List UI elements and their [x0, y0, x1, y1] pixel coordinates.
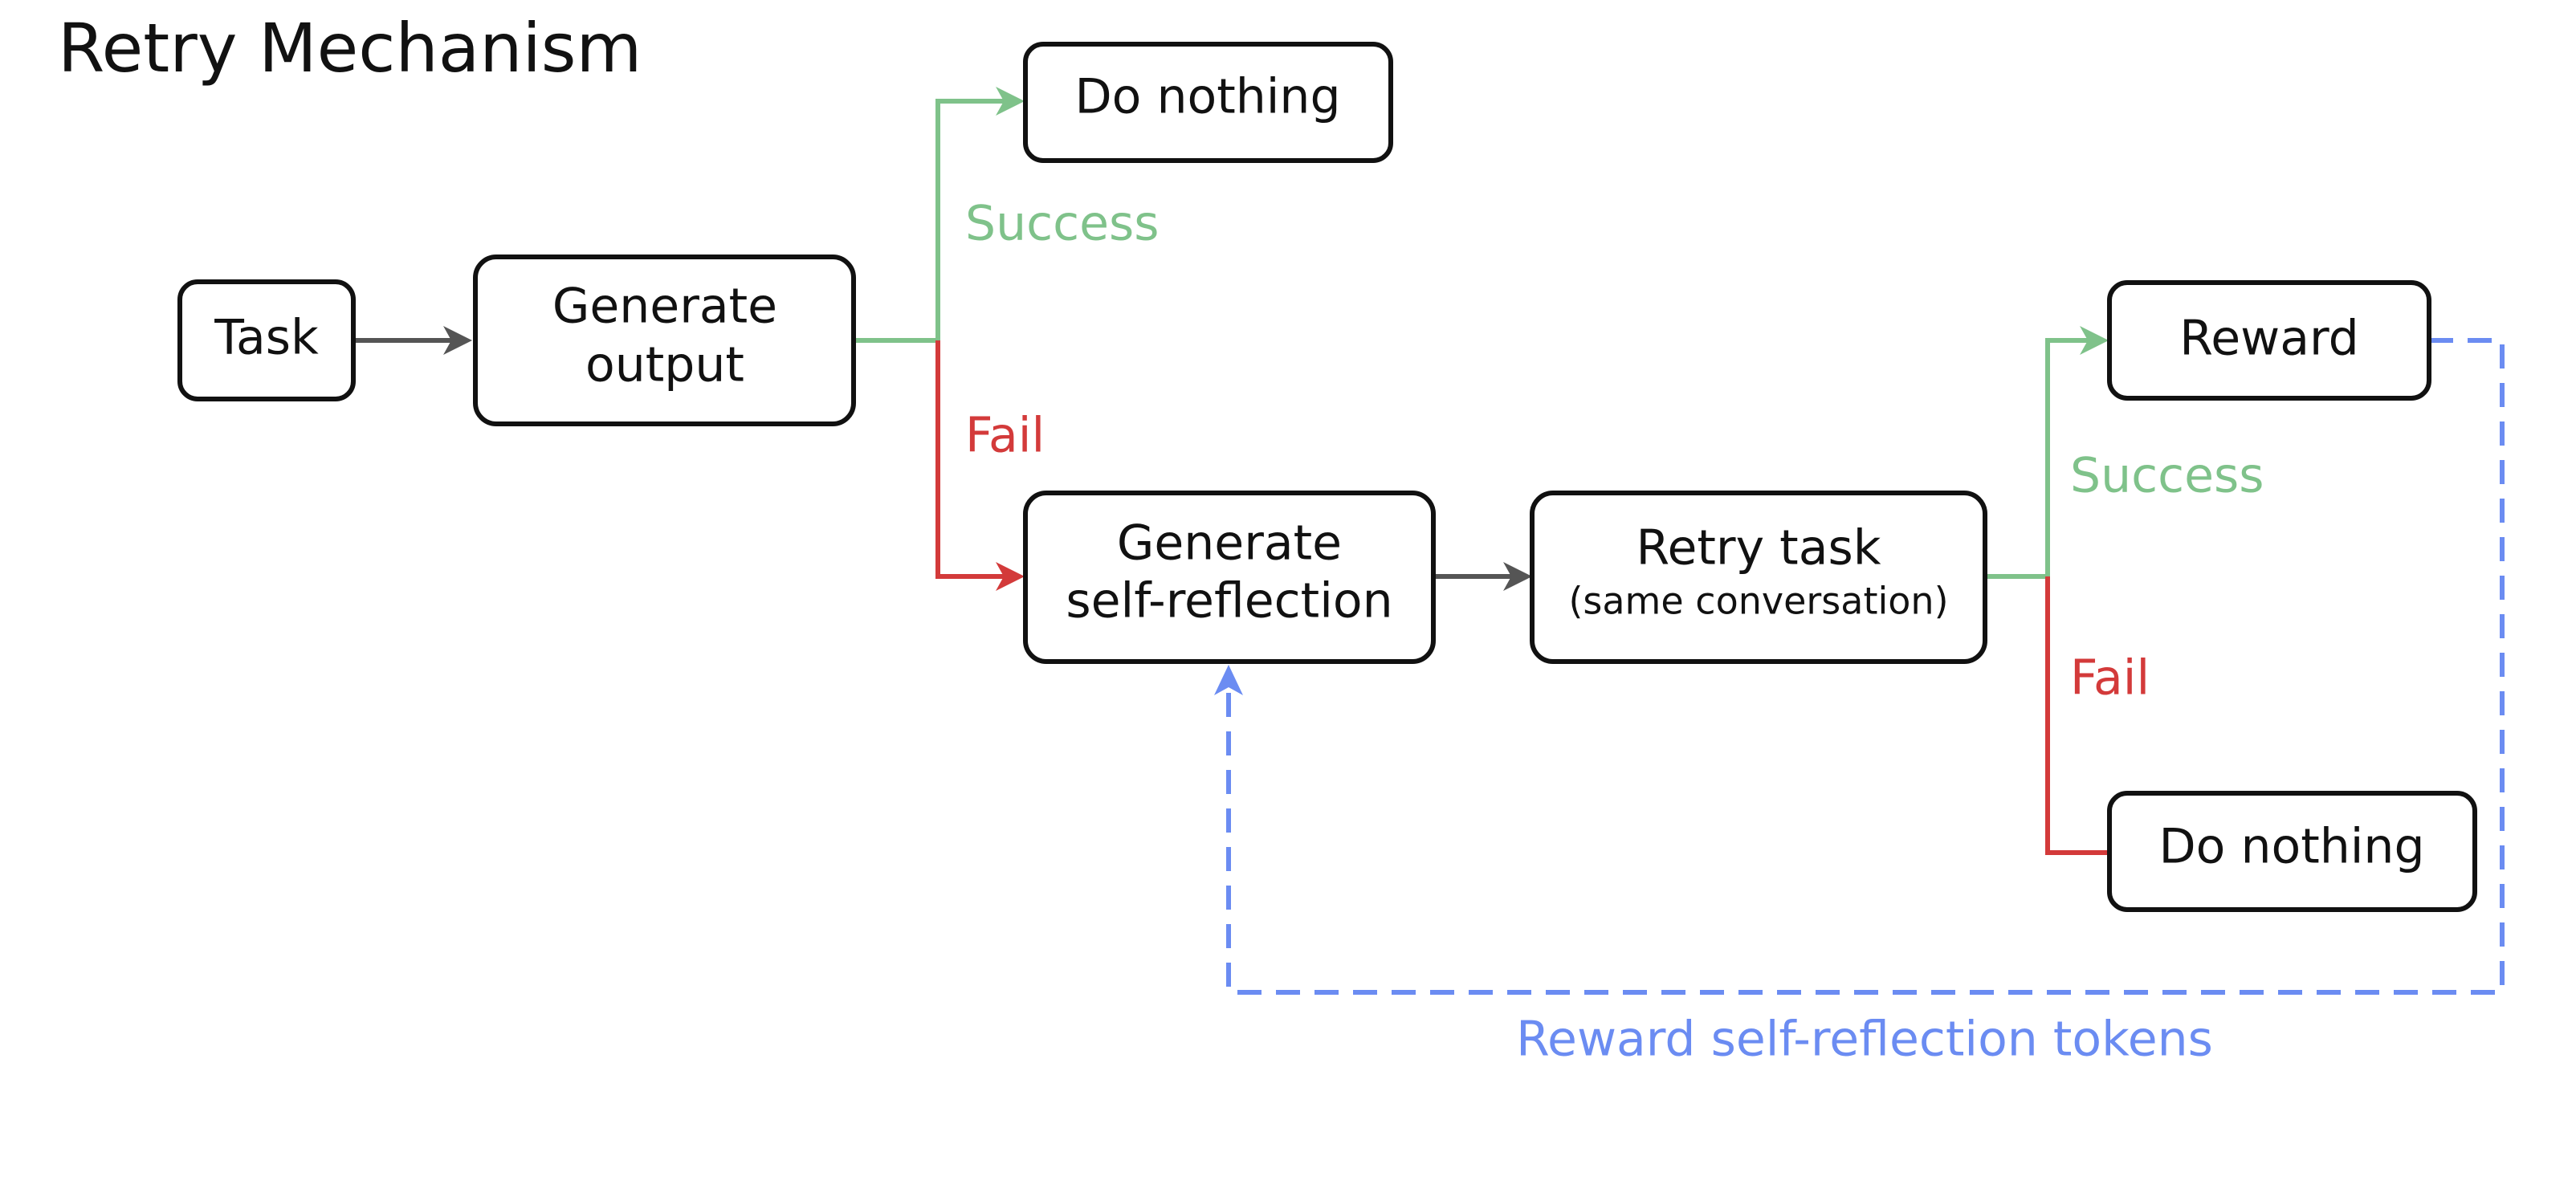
diagram-title: Retry Mechanism	[58, 9, 642, 88]
edge-generate-output-success	[854, 87, 1025, 343]
node-do-nothing-bottom-label: Do nothing	[2158, 819, 2424, 875]
edge-task-to-generate-output	[353, 326, 472, 355]
label-fail-second: Fail	[2070, 650, 2150, 707]
label-success-second: Success	[2070, 448, 2264, 504]
node-generate-output-line1: Generate	[552, 279, 777, 335]
node-self-reflection-line2: self-reflection	[1066, 573, 1392, 629]
node-generate-output-line2: output	[585, 337, 744, 393]
node-retry-task-line2: (same conversation)	[1568, 580, 1948, 623]
edge-retry-fail	[2045, 576, 2109, 855]
edge-generate-output-fail	[935, 340, 1025, 591]
node-retry-task: Retry task (same conversation)	[1530, 491, 1987, 664]
label-reward-loop: Reward self-reflection tokens	[1516, 1012, 2213, 1068]
edge-reward-loop	[1214, 338, 2505, 995]
node-reward-label: Reward	[2179, 311, 2358, 367]
node-do-nothing-bottom: Do nothing	[2107, 791, 2477, 912]
label-fail-first: Fail	[965, 408, 1045, 464]
node-retry-task-line1: Retry task	[1636, 520, 1881, 576]
label-success-first: Success	[965, 196, 1160, 252]
node-self-reflection-line1: Generate	[1117, 515, 1342, 572]
node-do-nothing-top-label: Do nothing	[1074, 69, 1340, 125]
edge-self-reflection-to-retry	[1433, 562, 1532, 591]
node-do-nothing-top: Do nothing	[1023, 42, 1393, 163]
node-task: Task	[177, 279, 356, 401]
node-task-label: Task	[214, 310, 319, 366]
node-generate-self-reflection: Generate self-reflection	[1023, 491, 1436, 664]
node-generate-output: Generate output	[473, 255, 856, 426]
edge-retry-success	[1985, 326, 2109, 579]
node-reward: Reward	[2107, 280, 2431, 401]
